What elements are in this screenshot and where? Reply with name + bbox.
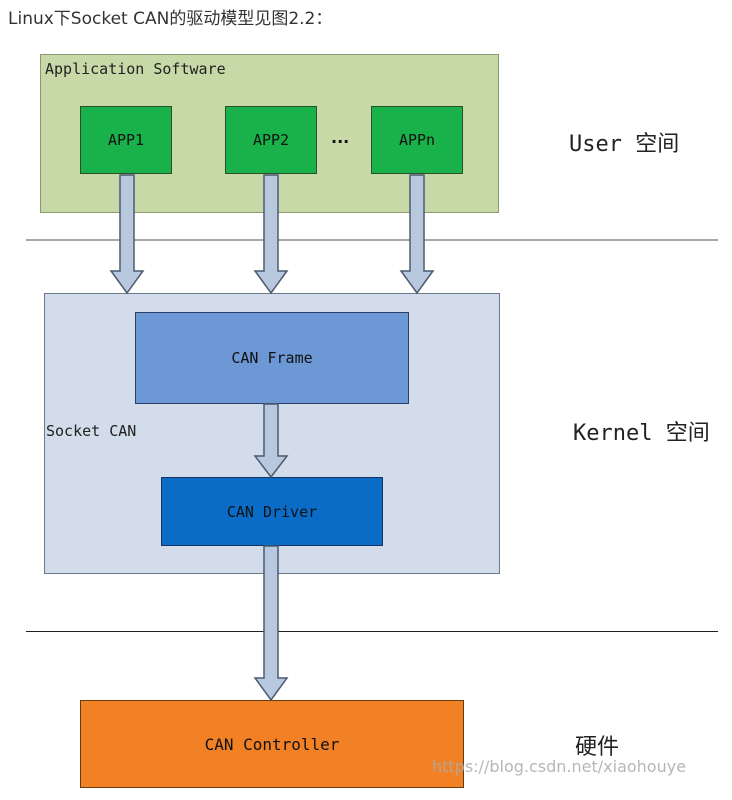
kernel-space-label: Kernel 空间: [573, 421, 710, 446]
hardware-label: 硬件: [575, 735, 620, 760]
kernel-hardware-divider: [26, 631, 718, 632]
caption-text: Linux下Socket CAN的驱动模型见图2.2：: [8, 9, 333, 29]
can-driver-box: CAN Driver: [161, 477, 383, 546]
application-software-label: Application Software: [45, 60, 226, 78]
arrow-driver-to-controller: [253, 545, 289, 702]
arrow-app1-to-socketcan: [109, 174, 145, 295]
socket-can-label: Socket CAN: [46, 422, 137, 440]
user-kernel-divider: [26, 239, 718, 241]
arrow-frame-to-driver: [253, 403, 289, 479]
user-space-label: User 空间: [569, 132, 680, 157]
apps-ellipsis: ...: [331, 128, 350, 147]
can-controller-box: CAN Controller: [80, 700, 464, 788]
arrow-appn-to-socketcan: [399, 174, 435, 295]
app2-box: APP2: [225, 106, 317, 174]
watermark: https://blog.csdn.net/xiaohouye: [432, 757, 687, 776]
app1-box: APP1: [80, 106, 172, 174]
can-frame-box: CAN Frame: [135, 312, 409, 404]
appn-box: APPn: [371, 106, 463, 174]
arrow-app2-to-socketcan: [253, 174, 289, 295]
